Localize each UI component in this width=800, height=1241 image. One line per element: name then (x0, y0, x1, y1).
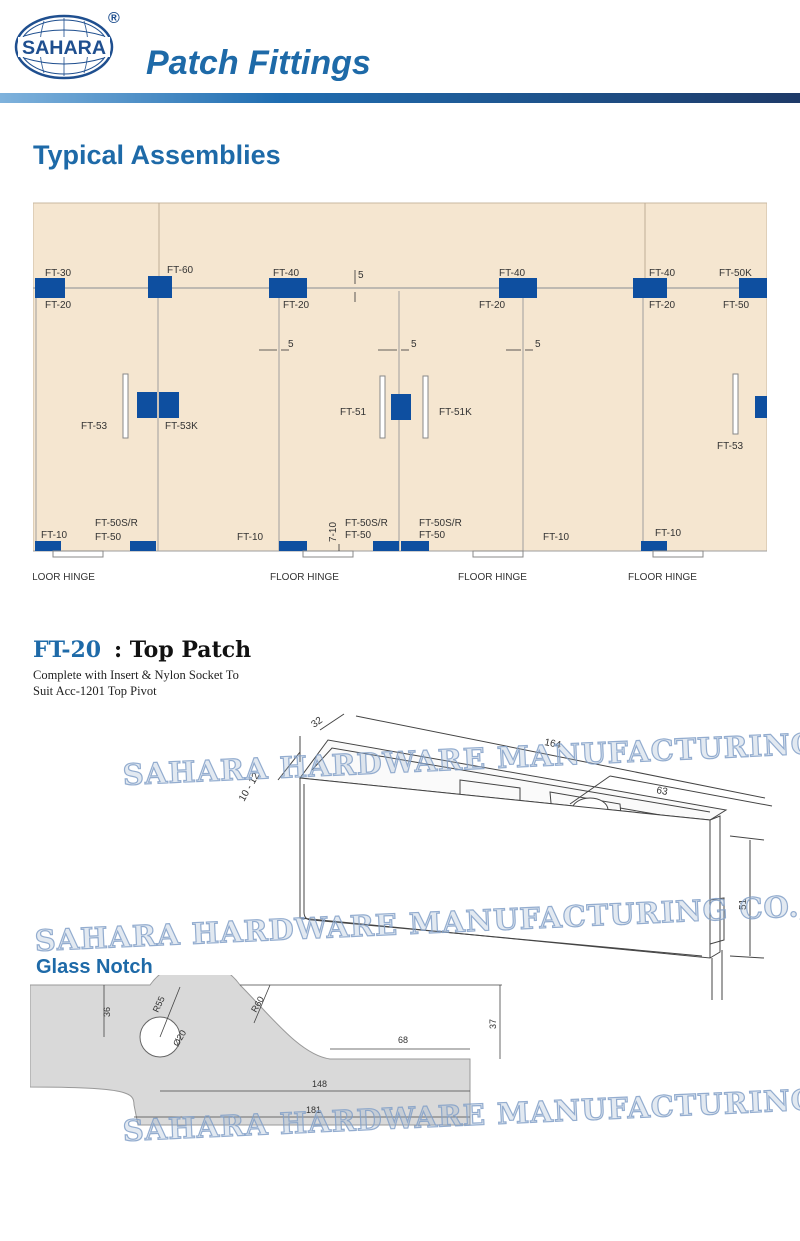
product-name: : Top Patch (114, 637, 252, 663)
label-ft50-top: FT-50 (723, 300, 750, 311)
label-ft50-a: FT-50 (95, 532, 122, 543)
label-ft40-a: FT-40 (273, 268, 300, 279)
header-divider (0, 93, 800, 103)
label-ft10-c: FT-10 (543, 532, 570, 543)
page-title: Patch Fittings (146, 44, 371, 82)
typical-assemblies-diagram: FT-30 FT-20 FT-60 FT-40 FT-20 5 FT-40 FT… (33, 202, 767, 583)
label-dim5-c: 5 (535, 339, 541, 350)
floor-hinge-3: FLOOR HINGE (458, 572, 527, 583)
label-ft50sr-a: FT-50S/R (95, 518, 138, 529)
label-ft53-a: FT-53 (81, 421, 108, 432)
glass-notch-drawing: 36 R55 R60 Ø20 37 68 148 181 (30, 975, 502, 1126)
label-dim5-top: 5 (358, 270, 364, 281)
label-ft10-b: FT-10 (237, 532, 264, 543)
label-ft51: FT-51 (340, 407, 367, 418)
label-dim5-b: 5 (411, 339, 417, 350)
dim-181: 181 (306, 1105, 321, 1115)
label-ft20-c: FT-20 (479, 300, 506, 311)
floor-hinge-1: FLOOR HINGE (33, 572, 95, 583)
label-ft53-b: FT-53 (717, 441, 744, 452)
registered-mark: ® (108, 10, 120, 27)
top-patch-drawing: 32 164 10 - 12 63 51 (237, 713, 773, 1000)
label-dim5-a: 5 (288, 339, 294, 350)
label-ft53k: FT-53K (165, 421, 198, 432)
dim-51: 51 (738, 898, 749, 910)
label-ft40-c: FT-40 (649, 268, 676, 279)
dim-148: 148 (312, 1079, 327, 1089)
label-ft50sr-c: FT-50S/R (419, 518, 462, 529)
label-ft20-d: FT-20 (649, 300, 676, 311)
section-title-assemblies: Typical Assemblies (33, 140, 281, 170)
floor-hinge-4: FLOOR HINGE (628, 572, 697, 583)
product-code: FT-20 (33, 637, 102, 663)
label-ft20-b: FT-20 (283, 300, 310, 311)
dim-68: 68 (398, 1035, 408, 1045)
label-ft50-b: FT-50 (345, 530, 372, 541)
floor-hinge-2: FLOOR HINGE (270, 572, 339, 583)
sahara-logo: SAHARA (14, 14, 114, 80)
label-ft10-a: FT-10 (41, 530, 68, 541)
dim-36: 36 (102, 1007, 112, 1017)
label-ft50k: FT-50K (719, 268, 752, 279)
label-dim7-10: 7-10 (328, 522, 339, 542)
label-ft51k: FT-51K (439, 407, 472, 418)
label-ft30: FT-30 (45, 268, 72, 279)
logo-text: SAHARA (22, 38, 106, 59)
label-ft60: FT-60 (167, 265, 194, 276)
product-description: Complete with Insert & Nylon Socket To S… (33, 668, 239, 698)
section-title-glass-notch: Glass Notch (36, 956, 153, 978)
label-ft40-b: FT-40 (499, 268, 526, 279)
dim-37: 37 (488, 1019, 498, 1029)
label-ft10-d: FT-10 (655, 528, 682, 539)
dim-63: 63 (655, 785, 668, 798)
dim-164: 164 (543, 737, 562, 751)
label-ft20-a: FT-20 (45, 300, 72, 311)
label-ft50sr-b: FT-50S/R (345, 518, 388, 529)
label-ft50-c: FT-50 (419, 530, 446, 541)
